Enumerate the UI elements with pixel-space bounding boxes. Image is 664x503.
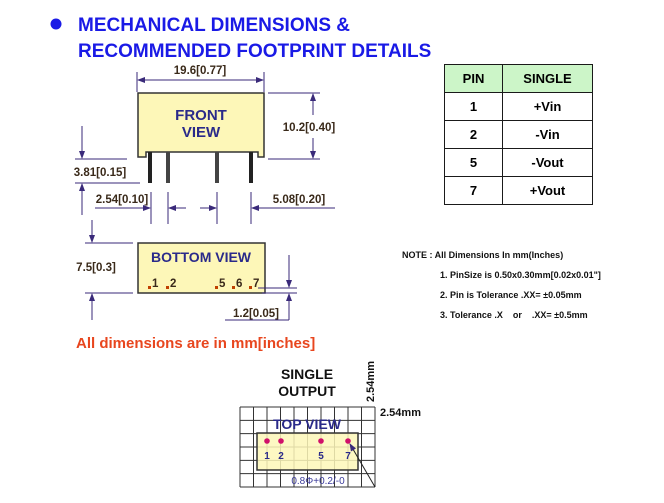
pin-hole (345, 438, 351, 444)
bottom_view-pins-2: 5 (219, 278, 226, 290)
pin-length-dimension: 3.81[0.15] (74, 167, 127, 179)
front-view: FRONT VIEW (137, 92, 265, 183)
note-item: 3. Tolerance .X or .XX= ±0.5mm (440, 310, 588, 320)
footprint-pins-2: 5 (318, 451, 324, 462)
pin-hole (318, 438, 324, 444)
width-dimension: 19.6[0.77] (174, 65, 227, 77)
pitch2-dimension: 5.08[0.20] (273, 194, 326, 206)
pin_table-rows-1-1: -Vin (502, 120, 593, 149)
bottom-view: BOTTOM VIEW 1 2 5 6 7 (137, 242, 266, 294)
footprint-pins-0: 1 (264, 451, 270, 462)
title-line1: MECHANICAL DIMENSIONS & (78, 15, 350, 36)
footprint-title-1: SINGLE (281, 366, 333, 382)
bottom_view-pins-4: 7 (253, 278, 259, 290)
pin_table-headers-0: PIN (444, 64, 503, 93)
front-label-2: VIEW (182, 124, 221, 141)
pin-hole (278, 438, 284, 444)
pin_table-rows-0-1: +Vin (502, 92, 593, 121)
bottom_view-pins-0: 1 (152, 278, 159, 290)
pin_table-rows-3-1: +Vout (502, 176, 593, 205)
pin_table-rows-3-0: 7 (444, 176, 503, 205)
pin_table-rows-0-0: 1 (444, 92, 503, 121)
title-line2: RECOMMENDED FOOTPRINT DETAILS (78, 41, 431, 62)
footprint-title-2: OUTPUT (278, 383, 336, 399)
bottom-view-label: BOTTOM VIEW (151, 249, 252, 265)
pin_table-rows-1-0: 2 (444, 120, 503, 149)
depth-dimension: 7.5[0.3] (76, 262, 116, 274)
pin_table-headers-1: SINGLE (502, 64, 593, 93)
grid-spacing-horizontal: 2.54mm (380, 407, 421, 419)
pin_table-rows-2-1: -Vout (502, 148, 593, 177)
note-item: 1. PinSize is 0.50x0.30mm[0.02x0.01"] (440, 270, 601, 280)
front-label-1: FRONT (175, 107, 227, 124)
bullet-icon (50, 18, 62, 30)
pin-hole (264, 438, 270, 444)
bottom_view-pins-1: 2 (170, 278, 176, 290)
pitch-dimension: 2.54[0.10] (96, 194, 149, 206)
note-item: 2. Pin is Tolerance .XX= ±0.05mm (440, 290, 582, 300)
footprint-outline (256, 432, 359, 471)
height-dimension: 10.2[0.40] (283, 122, 336, 134)
footprint-pins-3: 7 (345, 451, 351, 462)
top-view-label: TOP VIEW (273, 416, 342, 432)
notes-header: NOTE : All Dimensions In mm(Inches) (402, 250, 563, 260)
hole-size: 0.8Φ+0.2/-0 (291, 476, 345, 487)
units-note: All dimensions are in mm[inches] (76, 335, 315, 352)
pin_table-rows-2-0: 5 (444, 148, 503, 177)
offset-dimension: 1.2[0.05] (233, 308, 279, 320)
footprint-pins-1: 2 (278, 451, 284, 462)
grid-spacing-vertical: 2.54mm (365, 361, 377, 402)
bottom_view-pins-3: 6 (236, 278, 242, 290)
